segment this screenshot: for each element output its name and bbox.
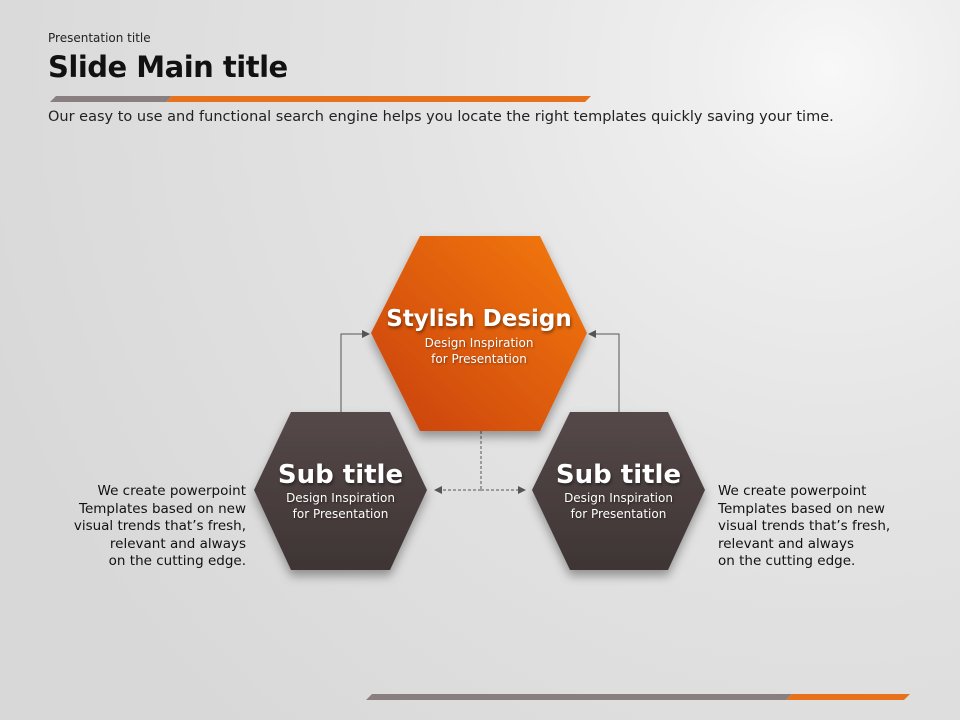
left-desc-line: relevant and always	[109, 535, 246, 552]
presentation-title: Presentation title	[48, 31, 151, 45]
left-desc-line: visual trends that’s fresh,	[73, 518, 246, 534]
right-description: We create powerpoint Templates based on …	[718, 483, 890, 571]
left-title: Sub title	[277, 460, 404, 490]
footer-bar-orange	[786, 694, 910, 700]
center-line2: for Presentation	[431, 352, 527, 366]
hexagon-left	[254, 412, 427, 570]
slide-description: Our easy to use and functional search en…	[48, 109, 834, 125]
left-desc-line: on the cutting edge.	[108, 553, 246, 569]
left-desc-line: We create powerpoint	[97, 483, 246, 499]
hexagon-right	[532, 412, 705, 570]
hexagon-center-text: Stylish Design Design Inspiration for Pr…	[371, 306, 587, 367]
hexagon-left-text: Sub title Design Inspiration for Present…	[254, 460, 427, 522]
right-desc-line: relevant and always	[718, 535, 855, 552]
arrow-left-to-center	[340, 330, 370, 412]
center-title: Stylish Design	[386, 306, 572, 332]
hexagon-right-text: Sub title Design Inspiration for Present…	[532, 460, 705, 522]
arrow-right-to-center	[588, 330, 620, 412]
right-line2: for Presentation	[570, 507, 667, 521]
right-title: Sub title	[555, 460, 682, 490]
slide-main-title: Slide Main title	[48, 50, 288, 84]
left-line2: for Presentation	[292, 507, 389, 521]
right-desc-line: We create powerpoint	[718, 483, 867, 499]
title-underline-gray	[50, 96, 172, 102]
left-line1: Design Inspiration	[286, 491, 395, 505]
right-desc-line: visual trends that’s fresh,	[718, 518, 891, 534]
right-line1: Design Inspiration	[564, 491, 673, 505]
footer-bar-gray	[366, 694, 792, 700]
left-desc-line: Templates based on new	[79, 500, 246, 517]
center-line1: Design Inspiration	[424, 336, 534, 350]
right-desc-line: on the cutting edge.	[718, 553, 856, 569]
left-description: We create powerpoint Templates based on …	[74, 483, 246, 571]
title-underline-orange	[166, 96, 591, 102]
right-desc-line: Templates based on new	[718, 500, 885, 517]
hexagon-center	[371, 236, 587, 431]
